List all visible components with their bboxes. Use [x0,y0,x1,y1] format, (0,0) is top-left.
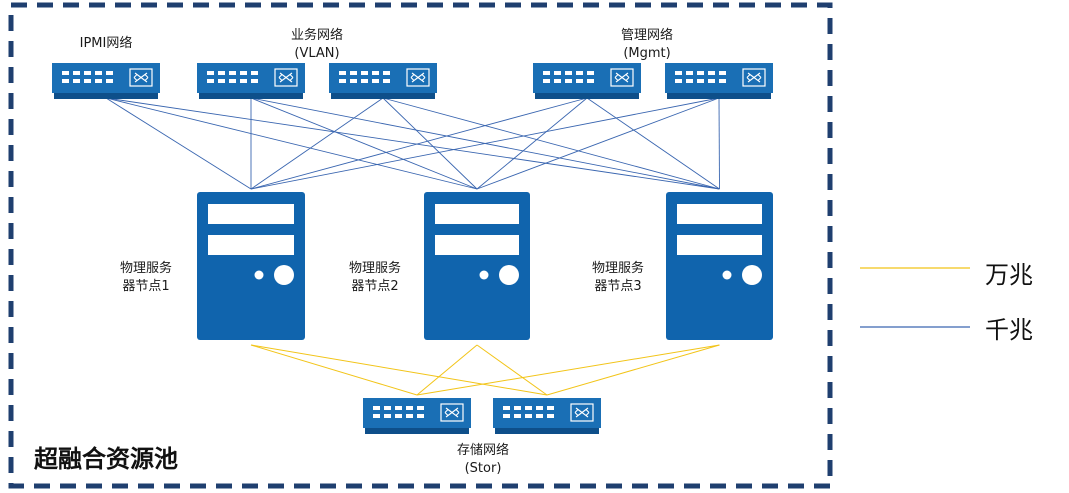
switch-body [52,63,160,93]
legend-gigabit-label: 千兆 [985,316,1033,344]
server-chassis [197,192,305,340]
mgmt-switch-2 [665,63,773,99]
gigabit-link [105,97,252,190]
drive-bay-2 [677,235,762,255]
switch-body [493,398,601,428]
ten-gigabit-link [476,344,548,396]
switch-body [533,63,641,93]
switch-ports-icon [207,71,258,83]
mgmt-switch-1 [533,63,641,99]
ten-gigabit-link [546,344,720,396]
gigabit-link [476,97,720,190]
switch-body [329,63,437,93]
ten-gigabit-link [250,344,418,396]
switch-ports-icon [373,406,424,418]
drive-bay-1 [435,204,519,224]
server-chassis [424,192,530,340]
switch-crossover-icon [570,403,594,422]
power-button-icon [742,265,762,285]
stor-network-label: 存储网络 [457,442,509,458]
switch-body [197,63,305,93]
switch-crossover-icon [274,68,298,87]
vlan-switch-1 [197,63,305,99]
ten-gigabit-link [250,344,548,396]
server-node-1 [197,192,305,340]
drive-bay-1 [208,204,294,224]
gigabit-link [718,97,720,190]
switch-base [365,427,469,434]
mgmt-network-label: 管理网络 [621,27,673,43]
gigabit-link [586,97,720,190]
drive-bay-2 [435,235,519,255]
ten-gigabit-link [416,344,478,396]
server-node-3 [666,192,773,340]
switch-ports-icon [675,71,726,83]
ipmi-switch [52,63,160,99]
stor-switch-2 [493,398,601,434]
vlan-switch-2 [329,63,437,99]
gigabit-link [250,97,478,190]
power-button-icon [499,265,519,285]
power-button-icon [274,265,294,285]
switch-crossover-icon [742,68,766,87]
switch-crossover-icon [440,403,464,422]
switch-ports-icon [62,71,113,83]
switch-crossover-icon [406,68,430,87]
switch-ports-icon [543,71,594,83]
gigabit-link [250,97,588,190]
status-led-icon [254,270,264,280]
gigabit-link [250,97,720,190]
gigabit-link [476,97,588,190]
switch-base [495,427,599,434]
server-2-label: 物理服务 [349,260,401,276]
stor-switch-1 [363,398,471,434]
server-3-sublabel: 器节点3 [594,279,641,294]
drive-bay-1 [677,204,762,224]
ten-gigabit-link [416,344,720,396]
switch-base [54,92,158,99]
switch-crossover-icon [129,68,153,87]
gigabit-link [105,97,478,190]
server-chassis [666,192,773,340]
servers [197,192,773,340]
switch-base [331,92,435,99]
server-2-sublabel: 器节点2 [351,279,398,294]
switch-base [667,92,771,99]
vlan-network-label: 业务网络 [291,27,343,43]
gigabit-link [382,97,478,190]
status-led-icon [722,270,732,280]
switch-body [665,63,773,93]
server-1-label: 物理服务 [120,260,172,276]
drive-bay-2 [208,235,294,255]
vlan-network-sublabel: (VLAN) [294,46,339,61]
switch-body [363,398,471,428]
switch-ports-icon [339,71,390,83]
server-1-sublabel: 器节点1 [122,279,169,294]
switch-base [199,92,303,99]
switches [52,63,773,434]
stor-network-sublabel: (Stor) [465,461,502,476]
switch-crossover-icon [610,68,634,87]
switch-ports-icon [503,406,554,418]
legend-ten-gigabit-label: 万兆 [985,261,1033,289]
server-3-label: 物理服务 [592,260,644,276]
status-led-icon [479,270,489,280]
pool-label: 超融合资源池 [34,445,178,473]
server-node-2 [424,192,530,340]
network-links [105,97,720,396]
gigabit-link [250,97,384,190]
switch-base [535,92,639,99]
gigabit-link [105,97,720,190]
ipmi-network-label: IPMI网络 [80,35,133,51]
gigabit-link [382,97,720,190]
mgmt-network-sublabel: (Mgmt) [623,46,670,61]
